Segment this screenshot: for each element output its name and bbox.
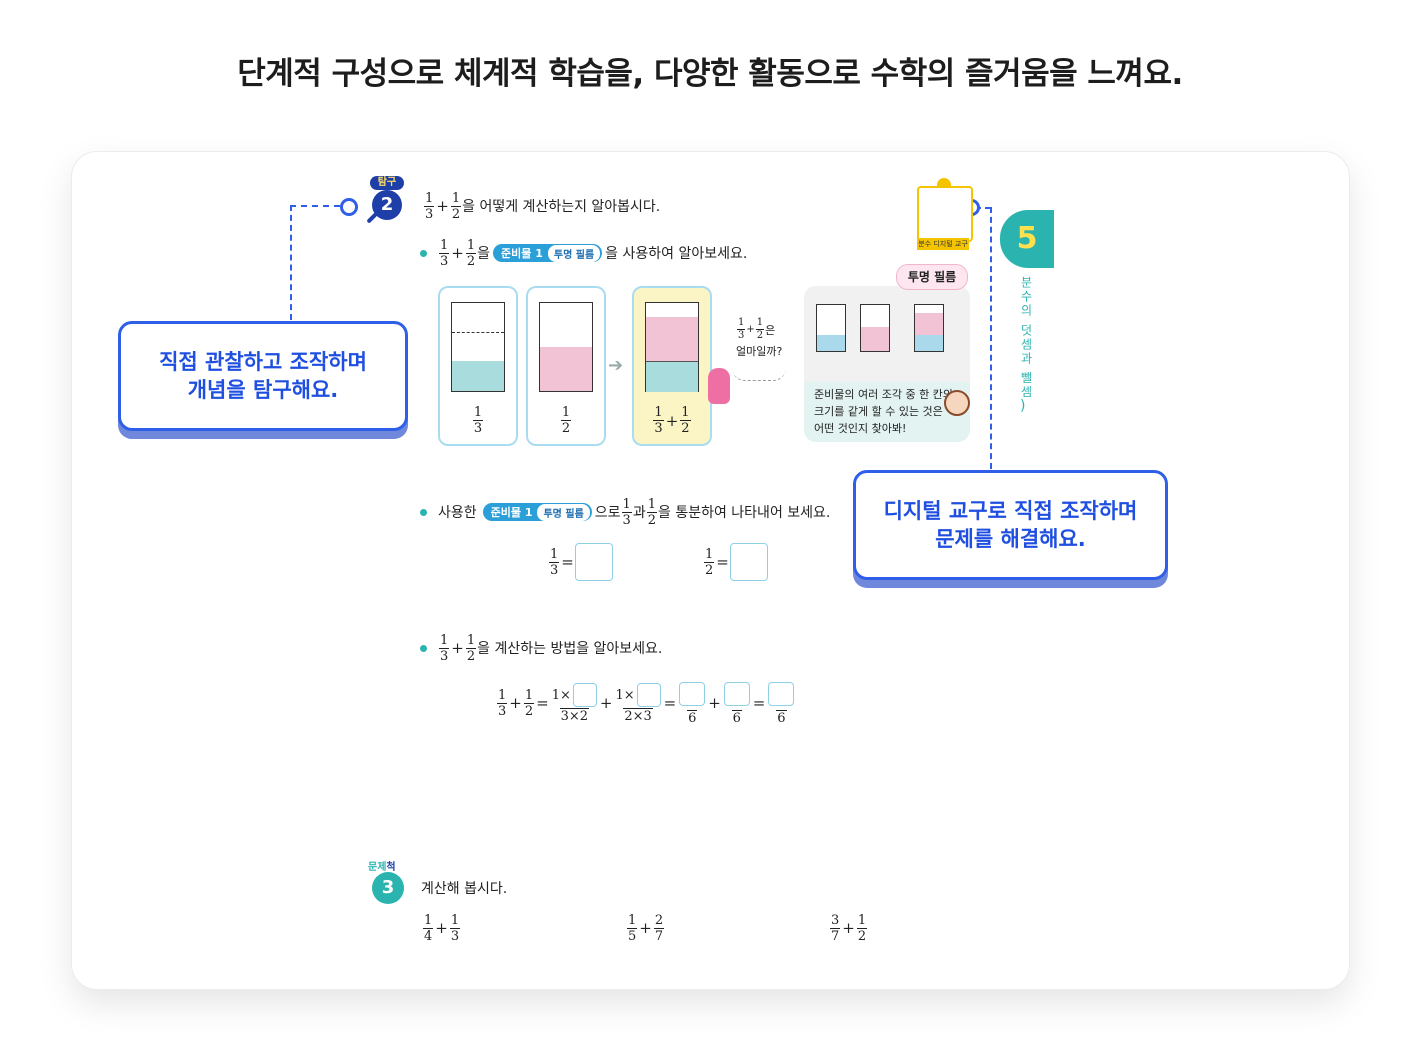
callout-digital: 디지털 교구로 직접 조작하며 문제를 해결해요.	[853, 470, 1168, 580]
pink-character-icon	[708, 368, 730, 404]
callout-explore: 직접 관찰하고 조작하며 개념을 탐구해요.	[118, 321, 408, 431]
answer-box[interactable]	[723, 681, 750, 706]
magnifier-handle-icon	[366, 212, 378, 224]
film-tag: 투명 필름	[896, 264, 968, 290]
mini-beaker	[816, 304, 846, 352]
bullet-dot	[420, 249, 427, 257]
qr-code-icon: 분수 디지털 교구	[917, 178, 973, 250]
left-connector-dot	[340, 198, 358, 216]
answer-box[interactable]	[574, 543, 613, 581]
digital-description: 준비물의 여러 조각 중 한 칸의 크기를 같게 할 수 있는 것은 어떤 것인…	[814, 388, 953, 435]
answer-box[interactable]	[636, 683, 661, 707]
beaker	[645, 302, 699, 392]
answer-box[interactable]	[768, 681, 795, 706]
explore-tag: 탐구	[370, 176, 404, 190]
digital-tool-panel: 투명 필름 준비물의 여러 조각 중 한 칸의 크기를 같게 할 수 있는 것은…	[804, 286, 970, 442]
answer-box[interactable]	[679, 681, 706, 706]
answer-box[interactable]	[572, 683, 597, 707]
bullet-dot	[420, 644, 427, 652]
left-connector-line	[290, 205, 340, 207]
dotted-path	[732, 368, 786, 381]
answer-box[interactable]	[729, 543, 768, 581]
left-connector-drop	[290, 205, 292, 320]
bullet-dot	[420, 508, 427, 516]
beaker	[451, 302, 505, 392]
page-headline: 단계적 구성으로 체계적 학습을, 다양한 활동으로 수학의 즐거움을 느껴요.	[237, 56, 1183, 92]
mini-beaker	[860, 304, 890, 352]
water-fill	[540, 347, 592, 391]
beaker	[539, 302, 593, 392]
chapter-number: 5	[1000, 210, 1054, 268]
arrow-right-icon: ➔	[608, 355, 624, 376]
mint-fill	[646, 361, 698, 392]
chapter-title: 분수의 덧셈과 뺄셈	[1019, 276, 1033, 400]
pink-fill	[646, 317, 698, 361]
teacher-avatar	[944, 390, 970, 416]
mini-beaker	[914, 304, 944, 352]
water-fill	[452, 361, 504, 391]
right-connector-line	[975, 207, 991, 209]
problem-number: 3	[372, 872, 404, 904]
problem-instruction: 계산해 봅시다.	[421, 881, 508, 897]
problem-label: 문제척	[368, 862, 396, 873]
chapter-paren: )	[1020, 398, 1026, 414]
right-connector-drop	[990, 207, 992, 469]
explore-badge: 탐구 2	[366, 176, 410, 230]
